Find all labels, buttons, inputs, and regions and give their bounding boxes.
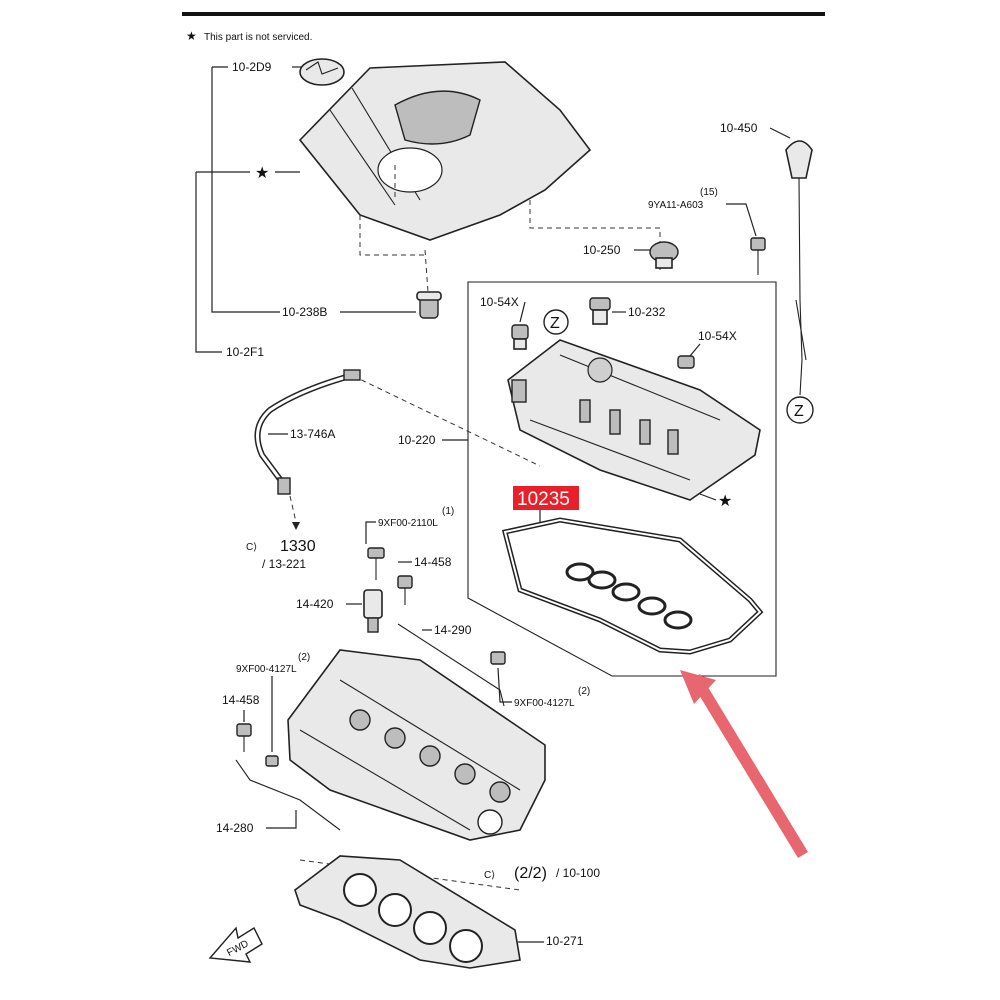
label-10-54x-left: 10-54X: [480, 295, 519, 309]
ref-arrow-2-icon: C⟩: [484, 870, 495, 881]
label-z-left: Z: [550, 315, 560, 332]
breather-hose: [254, 369, 361, 495]
dipstick-icon: [785, 140, 813, 396]
screw-left-icon: [236, 723, 252, 752]
label-14-280: 14-280: [216, 821, 254, 835]
ocv-valve-icon: [363, 589, 383, 633]
cylinder-head: [287, 649, 546, 841]
head-gasket: [294, 855, 521, 969]
pcv-valve-icon: [589, 297, 611, 325]
label-qty-15: (15): [700, 187, 718, 198]
bolt-lower-left-icon: [265, 755, 279, 767]
label-2-2: (2/2): [514, 865, 547, 882]
label-qty-1: (1): [442, 506, 454, 517]
label-10-54x-right: 10-54X: [698, 329, 737, 343]
label-13-221: / 13-221: [262, 557, 306, 571]
label-10-250: 10-250: [583, 243, 621, 257]
star-marker-icon: ★: [255, 165, 269, 182]
label-13-746a: 13-746A: [290, 427, 335, 441]
seal-plug-left-icon: [511, 324, 529, 350]
oil-filler-cap-icon: [299, 58, 345, 86]
label-10-271: 10-271: [546, 934, 584, 948]
valve-cover: [507, 339, 761, 501]
ref-circle-z-right: [786, 396, 814, 424]
note-star-icon: ★: [186, 29, 197, 43]
ref-circle-z-left: [543, 309, 569, 335]
oil-pipe-left: [235, 759, 341, 831]
ref-arrow-icon: C⟩: [246, 542, 257, 553]
highlight-part-number: 10235: [517, 489, 570, 510]
oil-pipe-right: [397, 623, 505, 707]
label-9xf00-4127l-right: 9XF00-4127L: [514, 698, 575, 709]
seal-plug-right-icon: [677, 355, 695, 369]
label-z-right: Z: [794, 403, 804, 420]
label-9ya11-a603: 9YA11-A603: [648, 200, 704, 211]
label-1330: 1330: [280, 538, 316, 555]
engine-cover: [298, 61, 592, 241]
top-border: [182, 12, 825, 16]
bolt-right-icon: [490, 651, 506, 665]
label-10-238b: 10-238B: [282, 305, 327, 319]
oil-cap-icon: [649, 241, 679, 269]
label-10-232: 10-232: [628, 305, 666, 319]
pointer-arrow-icon: [680, 670, 808, 858]
label-10-2d9: 10-2D9: [232, 60, 272, 74]
star-marker-cover-icon: ★: [718, 493, 732, 510]
highlight-badge: [513, 486, 579, 510]
label-14-458-top: 14-458: [414, 555, 452, 569]
label-9xf00-4127l-left: 9XF00-4127L: [236, 664, 297, 675]
grommet-icon: [416, 291, 442, 319]
bolt-icon: [750, 237, 766, 275]
label-10-220: 10-220: [398, 433, 436, 447]
label-10-2f1: 10-2F1: [226, 345, 264, 359]
label-10-450: 10-450: [720, 121, 758, 135]
label-14-420: 14-420: [296, 597, 334, 611]
label-qty-2-left: (2): [298, 652, 310, 663]
label-10-100: / 10-100: [556, 866, 600, 880]
label-qty-2-right: (2): [578, 686, 590, 697]
fwd-arrow-icon: FWD: [208, 926, 263, 963]
label-9xf00-2110l: 9XF00-2110L: [378, 518, 438, 529]
ocv-screw-icon: [397, 575, 413, 605]
valve-cover-gasket: [501, 517, 764, 655]
note-text: This part is not serviced.: [204, 32, 312, 43]
bolt-top-icon: [367, 547, 385, 580]
label-14-458-left: 14-458: [222, 693, 260, 707]
label-14-290: 14-290: [434, 623, 472, 637]
